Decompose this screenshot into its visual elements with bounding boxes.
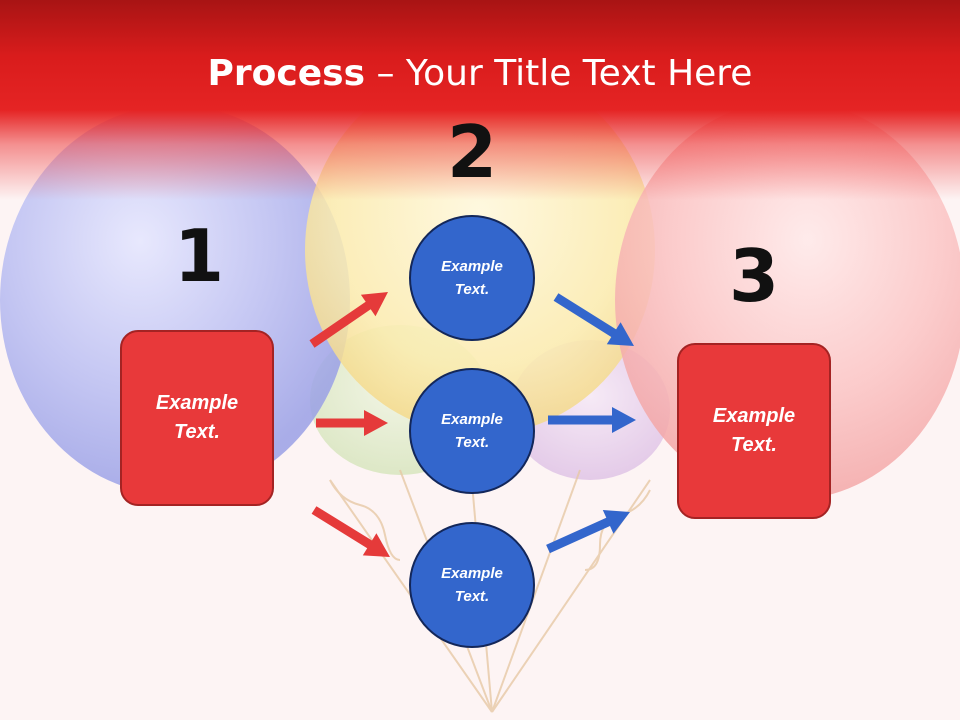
- title-rest: Your Title Text Here: [405, 53, 753, 94]
- title-bar: [0, 0, 960, 200]
- title-bold: Process: [207, 53, 366, 94]
- arrow-left-to-top: [309, 292, 388, 348]
- title-separator: –: [365, 53, 406, 94]
- left-box[interactable]: Example Text.: [120, 330, 274, 506]
- step-number-2: 2: [446, 110, 498, 194]
- left-box-text: Example Text.: [155, 392, 239, 443]
- arrow-top-to-right: [553, 293, 634, 346]
- arrow-left-to-middle: [316, 410, 388, 436]
- circle-bottom[interactable]: Example Text.: [409, 522, 535, 648]
- arrow-middle-to-right: [548, 407, 636, 433]
- right-box-text: Example Text.: [712, 405, 796, 456]
- circle-middle-text: Example Text.: [441, 411, 503, 451]
- circle-bottom-text: Example Text.: [441, 565, 503, 605]
- arrow-bottom-to-right: [546, 510, 630, 554]
- step-number-1: 1: [173, 214, 225, 298]
- slide-title: Process – Your Title Text Here: [0, 52, 960, 96]
- right-box[interactable]: Example Text.: [677, 343, 831, 519]
- arrow-left-to-bottom: [311, 506, 390, 557]
- circle-top-text: Example Text.: [441, 258, 503, 298]
- circle-middle[interactable]: Example Text.: [409, 368, 535, 494]
- step-number-3: 3: [728, 234, 780, 318]
- circle-top[interactable]: Example Text.: [409, 215, 535, 341]
